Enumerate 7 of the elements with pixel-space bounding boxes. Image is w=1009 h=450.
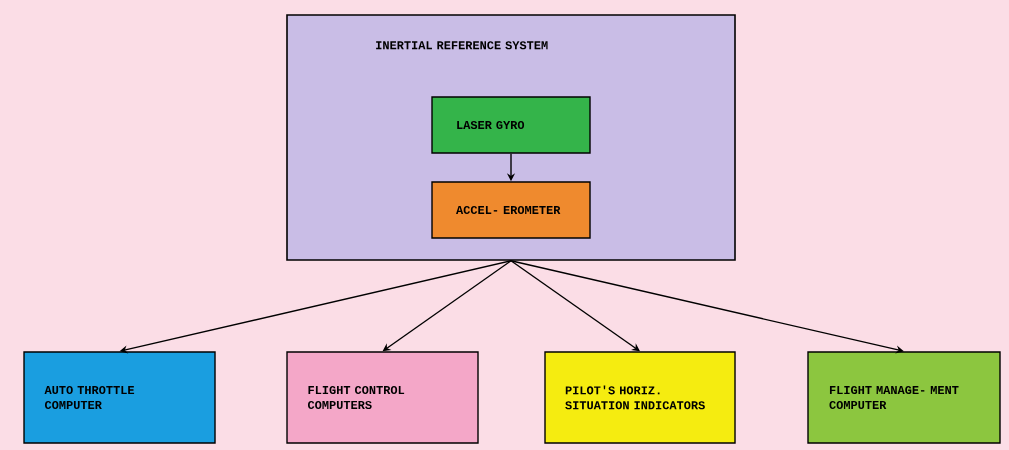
output-box: PILOT'S HORIZ. SITUATION INDICATORS — [544, 351, 736, 444]
output-box: AUTO THROTTLE COMPUTER — [23, 351, 216, 444]
process-box: LASER GYRO — [431, 96, 591, 154]
output-box: FLIGHT CONTROL COMPUTERS — [286, 351, 479, 444]
process-box: ACCEL- EROMETER — [431, 181, 591, 239]
arrow — [510, 260, 640, 352]
output-box: FLIGHT MANAGE- MENT COMPUTER — [807, 351, 1001, 444]
